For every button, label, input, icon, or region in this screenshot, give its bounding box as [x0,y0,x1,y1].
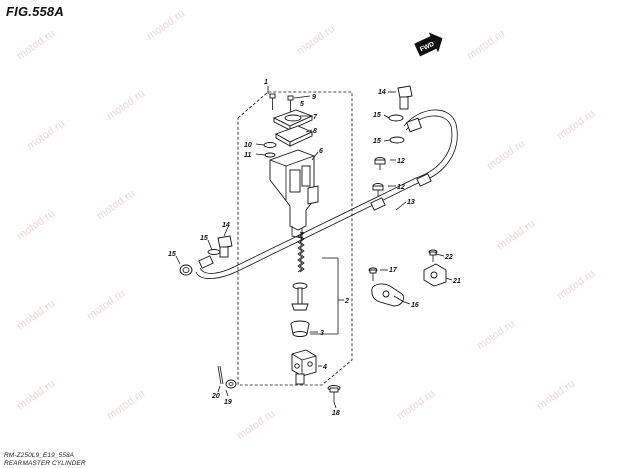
bolt [428,249,438,262]
callout-10: 10 [244,142,252,149]
bolt [368,267,378,281]
footer-code: RM-Z250L9_E19_558A [4,452,75,459]
callout-22: 22 [444,254,453,261]
gasket [388,114,404,122]
push-rod-joint [291,349,317,385]
callout-1: 1 [264,79,268,86]
piston [291,282,309,311]
union-bolt [397,85,413,110]
watermark: motod.ru [145,8,187,43]
washer [225,379,237,389]
watermark: motod.ru [105,388,147,423]
callout-12-lower: 12 [397,184,405,191]
union-bolt [217,235,233,258]
watermark: motod.ru [395,388,437,423]
callout-12-upper: 12 [397,158,405,165]
cap-screw [269,93,294,112]
watermark: motod.ru [15,28,57,63]
fwd-arrow-badge: FWD [414,32,443,57]
callout-5: 5 [300,101,304,108]
watermark: motod.ru [25,118,67,153]
callout-15-b: 15 [373,138,381,145]
watermark: motod.ru [555,268,597,303]
watermark: motod.ru [95,188,137,223]
watermark: motod.ru [85,288,127,323]
callout-6: 6 [319,148,323,155]
clamp-bolt [372,183,384,196]
watermark: motod.ru [15,378,57,413]
callout-labels: 1 2 3 4 5 6 7 8 9 10 11 12 12 13 14 14 1… [168,79,461,417]
callout-21: 21 [452,278,461,285]
watermark: motod.ru [485,138,527,173]
callout-15-a: 15 [373,112,381,119]
watermark: motod.ru [555,108,597,143]
callout-11: 11 [244,152,251,159]
watermark: motod.ru [15,208,57,243]
callout-7: 7 [313,114,318,121]
callout-2: 2 [344,298,349,305]
callout-15-c: 15 [200,235,208,242]
callout-14-upper: 14 [378,89,386,96]
footer-caption: REARMASTER CYLINDER [4,460,86,467]
callout-9: 9 [312,94,316,101]
plate [263,142,277,148]
hose-clamp-small [423,263,447,287]
callout-8: 8 [313,128,317,135]
gasket [179,264,193,276]
watermark: motod.ru [15,298,57,333]
callout-15-d: 15 [168,251,176,258]
callout-17: 17 [389,267,398,274]
callout-4: 4 [322,364,327,371]
spring [297,231,305,273]
watermark: motod.ru [495,218,537,253]
gasket [207,249,221,255]
brake-hose [195,109,458,279]
reservoir-cap [272,109,314,131]
boot [290,320,310,337]
watermark: motod.ru [295,23,337,58]
watermark: motod.ru [105,88,147,123]
gasket [389,136,405,144]
clamp-bolt [374,157,386,170]
leader-lines [175,86,453,409]
o-ring [264,152,276,158]
hose-clamp [371,283,405,307]
watermark: motod.ru [535,378,577,413]
assembly-boundary [237,91,353,386]
callout-19: 19 [224,399,232,406]
watermark: motod.ru [475,318,517,353]
watermark: motod.ru [235,408,277,443]
figure-title: FIG.558A [6,4,64,19]
pin [327,385,341,402]
callout-20: 20 [211,393,220,400]
master-cylinder-body [269,149,319,239]
callout-18: 18 [332,410,340,417]
callout-14-lower: 14 [222,222,230,229]
callout-3: 3 [320,330,324,337]
callout-16: 16 [411,302,419,309]
diaphragm [274,125,314,147]
watermark: motod.ru [465,28,507,63]
cotter-pin [219,365,224,385]
callout-13: 13 [407,199,415,206]
